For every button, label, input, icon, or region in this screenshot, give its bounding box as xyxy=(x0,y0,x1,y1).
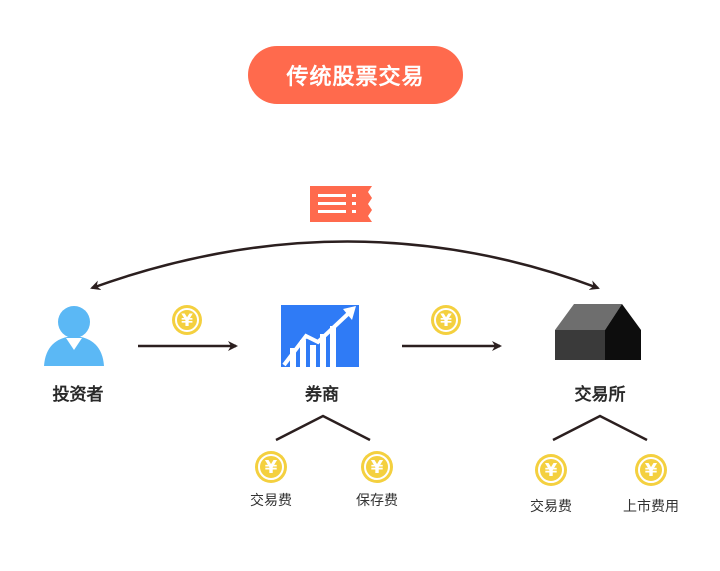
broker-chart-icon xyxy=(281,305,359,367)
yen-coin-icon: ¥ xyxy=(255,451,287,483)
exchange-fee-listing: 上市费用 xyxy=(623,499,679,515)
svg-text:¥: ¥ xyxy=(265,457,278,478)
ticket-icon xyxy=(310,186,372,222)
exchange-label: 交易所 xyxy=(574,385,626,405)
yen-coin-icon: ¥ xyxy=(535,454,567,486)
investor-exchange-arc xyxy=(90,240,600,290)
yen-coin-icon: ¥ xyxy=(172,305,202,335)
svg-text:¥: ¥ xyxy=(181,311,193,331)
broker-fee-trading: 交易费 xyxy=(250,493,292,509)
page-title: 传统股票交易 xyxy=(286,65,425,90)
exchange-fee-tree xyxy=(552,414,648,442)
yen-coin-icon: ¥ xyxy=(635,454,667,486)
broker-fee-custody: 保存费 xyxy=(356,493,398,509)
svg-text:¥: ¥ xyxy=(440,311,452,331)
title-badge: 传统股票交易 xyxy=(248,46,463,104)
svg-text:¥: ¥ xyxy=(645,460,658,481)
broker-fee-tree xyxy=(275,414,371,442)
investor-label: 投资者 xyxy=(52,385,104,405)
yen-coin-icon: ¥ xyxy=(361,451,393,483)
investor-icon xyxy=(44,306,104,366)
svg-text:¥: ¥ xyxy=(545,460,558,481)
yen-coin-icon: ¥ xyxy=(431,305,461,335)
exchange-fee-trading: 交易费 xyxy=(530,499,572,515)
exchange-building-icon xyxy=(555,304,641,360)
broker-label: 券商 xyxy=(305,385,339,405)
svg-text:¥: ¥ xyxy=(371,457,384,478)
